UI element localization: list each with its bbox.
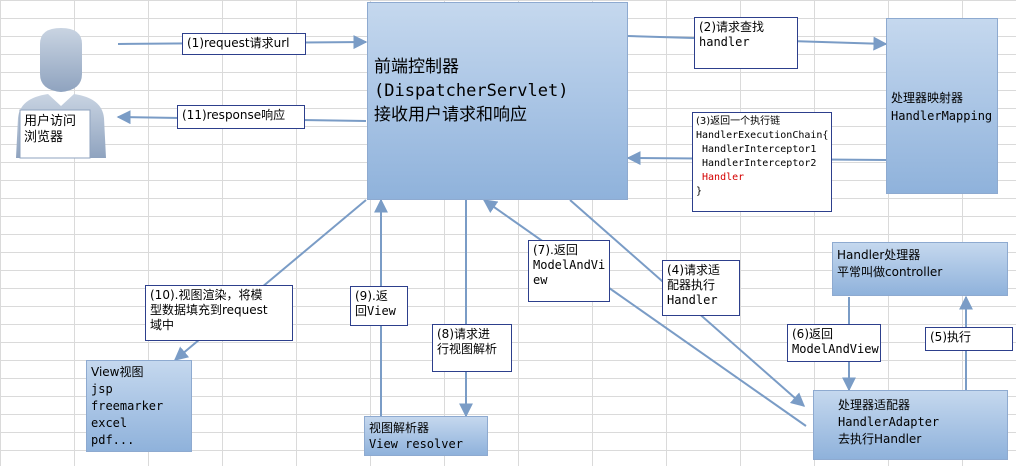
step-8-text-2: 行视图解析: [437, 342, 498, 356]
step-9-text-1: (9).返: [355, 289, 388, 303]
step-6-text-1: (6)返回: [792, 327, 833, 341]
step-7-text-2: ModelAndVi: [533, 258, 606, 272]
user-label-line1: 用户访问: [24, 114, 77, 129]
dispatcher-desc: 接收用户请求和响应: [374, 105, 527, 125]
step-3-text-4: HandlerInterceptor2: [696, 158, 817, 169]
step-6-text-2: ModelAndView: [792, 342, 879, 356]
step-10-label: (10).视图渲染，将模 型数据填充到request 域中: [145, 285, 293, 341]
view-box: View视图 jsp freemarker excel pdf...: [86, 360, 192, 452]
step-7-text-1: (7).返回: [533, 243, 578, 257]
step-9-text-2: 回View: [355, 304, 396, 318]
view-title: View视图: [91, 365, 144, 379]
dispatcher-servlet-box: 前端控制器 (DispatcherServlet) 接收用户请求和响应: [367, 2, 628, 200]
step-3-text-2: HandlerExecutionChain{: [696, 130, 829, 141]
step-5-text: (5)执行: [930, 330, 971, 344]
handler-box: Handler处理器 平常叫做controller: [832, 242, 1008, 296]
step-2-text-2: handler: [699, 35, 750, 49]
step-11-label: (11)response响应: [177, 105, 305, 129]
dispatcher-title: 前端控制器: [374, 57, 459, 77]
step-8-text-1: (8)请求进: [437, 327, 490, 341]
step-9-label: (9).返 回View: [350, 286, 408, 326]
step-10-text-3: 域中: [150, 318, 175, 332]
step-3-text-1: (3)返回一个执行链: [696, 116, 781, 127]
step-3-text-6: }: [696, 186, 703, 197]
dispatcher-class: (DispatcherServlet): [374, 81, 569, 101]
step-6-label: (6)返回 ModelAndView: [787, 324, 881, 362]
step-3-text-5: Handler: [696, 172, 745, 183]
step-2-label: (2)请求查找 handler: [694, 17, 798, 69]
step-7-text-3: ew: [533, 273, 548, 287]
step-7-label: (7).返回 ModelAndVi ew: [528, 240, 610, 302]
handler-mapping-title: 处理器映射器: [891, 91, 964, 105]
user-label-line2: 浏览器: [24, 130, 64, 145]
step-10-text-1: (10).视图渲染，将模: [150, 288, 263, 302]
step-4-text-2: 配器执行: [667, 278, 716, 292]
arrow-7a: [611, 289, 807, 427]
step-1-text: (1)request请求url: [187, 36, 290, 50]
handler-adapter-box: 处理器适配器 HandlerAdapter 去执行Handler: [813, 390, 1008, 460]
handler-desc: 平常叫做controller: [837, 265, 943, 279]
step-11-text: (11)response响应: [182, 108, 286, 122]
step-4-text-3: Handler: [667, 293, 718, 307]
handler-adapter-desc: 去执行Handler: [838, 432, 922, 446]
view-resolver-class: View resolver: [369, 437, 463, 451]
view-type-jsp: jsp: [91, 382, 113, 396]
step-3-label: (3)返回一个执行链 HandlerExecutionChain{ Handle…: [692, 112, 832, 212]
step-8-label: (8)请求进 行视图解析: [432, 324, 512, 372]
handler-adapter-class: HandlerAdapter: [838, 415, 940, 429]
handler-mapping-class: HandlerMapping: [891, 109, 993, 123]
step-2-text-1: (2)请求查找: [699, 20, 764, 34]
view-type-freemarker: freemarker: [91, 399, 164, 413]
view-type-excel: excel: [91, 416, 128, 430]
handler-title: Handler处理器: [837, 248, 921, 262]
view-resolver-box: 视图解析器 View resolver: [364, 416, 488, 456]
step-10-text-2: 型数据填充到request: [150, 303, 268, 317]
user-icon: [16, 28, 106, 159]
view-type-pdf: pdf...: [91, 433, 135, 447]
handler-mapping-box: 处理器映射器 HandlerMapping: [886, 18, 998, 194]
view-resolver-title: 视图解析器: [369, 421, 430, 435]
step-4-text-1: (4)请求适: [667, 263, 720, 277]
handler-adapter-title: 处理器适配器: [838, 398, 911, 412]
step-3-text-3: HandlerInterceptor1: [696, 144, 817, 155]
step-4-label: (4)请求适 配器执行 Handler: [662, 260, 740, 316]
step-1-label: (1)request请求url: [182, 33, 306, 55]
step-5-label: (5)执行: [925, 327, 1013, 351]
user-browser: 用户访问 浏览器: [6, 22, 116, 162]
